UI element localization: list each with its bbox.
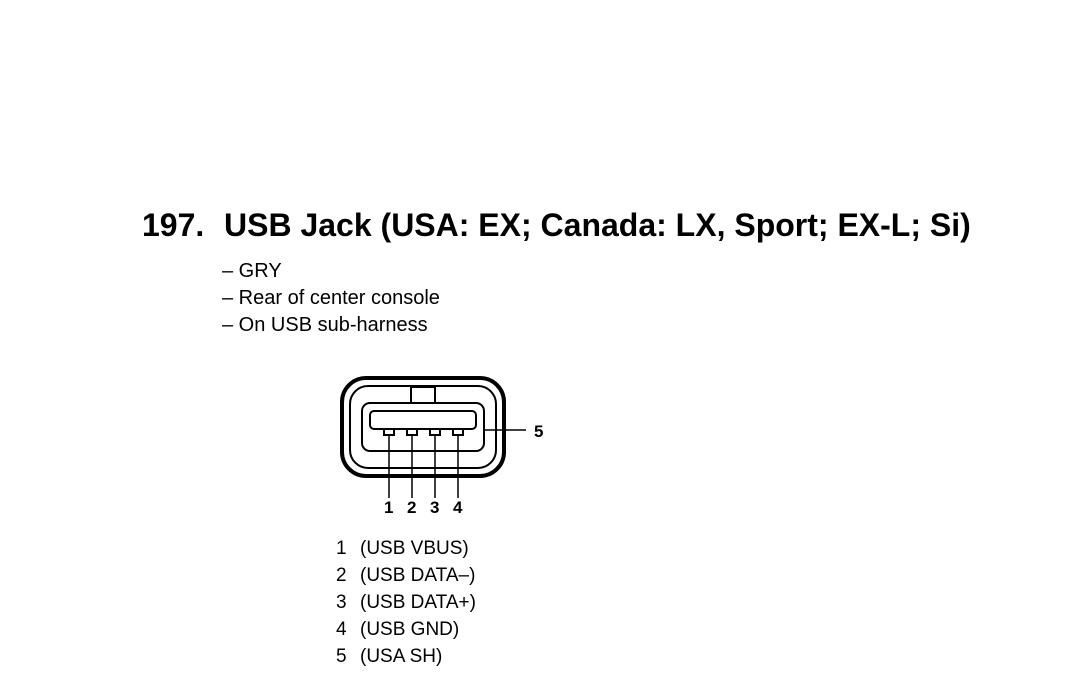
connector-notes: – GRY – Rear of center console – On USB … (222, 258, 440, 339)
usb-jack-diagram: 1 2 3 4 5 (340, 376, 543, 517)
pin-description: (USB DATA–) (360, 565, 476, 586)
pin-contact-3 (429, 428, 441, 436)
pin-label-3: 3 (430, 498, 439, 517)
connector-title: USB Jack (USA: EX; Canada: LX, Sport; EX… (224, 207, 971, 243)
pin-number: 2 (336, 565, 347, 586)
pin-description: (USB GND) (360, 619, 460, 640)
jack-outer-housing (340, 376, 506, 478)
pin-label-4: 4 (453, 498, 463, 517)
jack-receptacle (361, 402, 485, 452)
note-location: – Rear of center console (222, 287, 440, 309)
pin-description: (USB VBUS) (360, 538, 469, 559)
pin-description: (USA SH) (360, 646, 443, 667)
note-color: – GRY (222, 260, 282, 282)
pin-row: 4 (USB GND) (336, 616, 476, 643)
pin-row: 5 (USA SH) (336, 643, 476, 670)
pin-number: 1 (336, 538, 347, 559)
pin-number: 5 (336, 646, 347, 667)
pin-row: 3 (USB DATA+) (336, 589, 476, 616)
pin-row: 1 (USB VBUS) (336, 535, 476, 562)
pin-description: (USB DATA+) (360, 592, 476, 613)
connector-heading: 197. USB Jack (USA: EX; Canada: LX, Sport… (142, 209, 971, 241)
pin-contact-2 (406, 428, 418, 436)
note-harness: – On USB sub-harness (222, 314, 428, 336)
shield-label: 5 (534, 422, 543, 441)
pin-contact-4 (452, 428, 464, 436)
pin-contact-1 (383, 428, 395, 436)
jack-lock-tab (410, 386, 436, 404)
pin-label-2: 2 (407, 498, 416, 517)
pin-number: 4 (336, 619, 347, 640)
pin-label-1: 1 (384, 498, 393, 517)
jack-contact-tongue (369, 410, 477, 430)
connector-number: 197. (142, 207, 205, 243)
pin-number: 3 (336, 592, 347, 613)
pin-row: 2 (USB DATA–) (336, 562, 476, 589)
pin-description-list: 1 (USB VBUS) 2 (USB DATA–) 3 (USB DATA+) 4 (… (336, 535, 476, 670)
